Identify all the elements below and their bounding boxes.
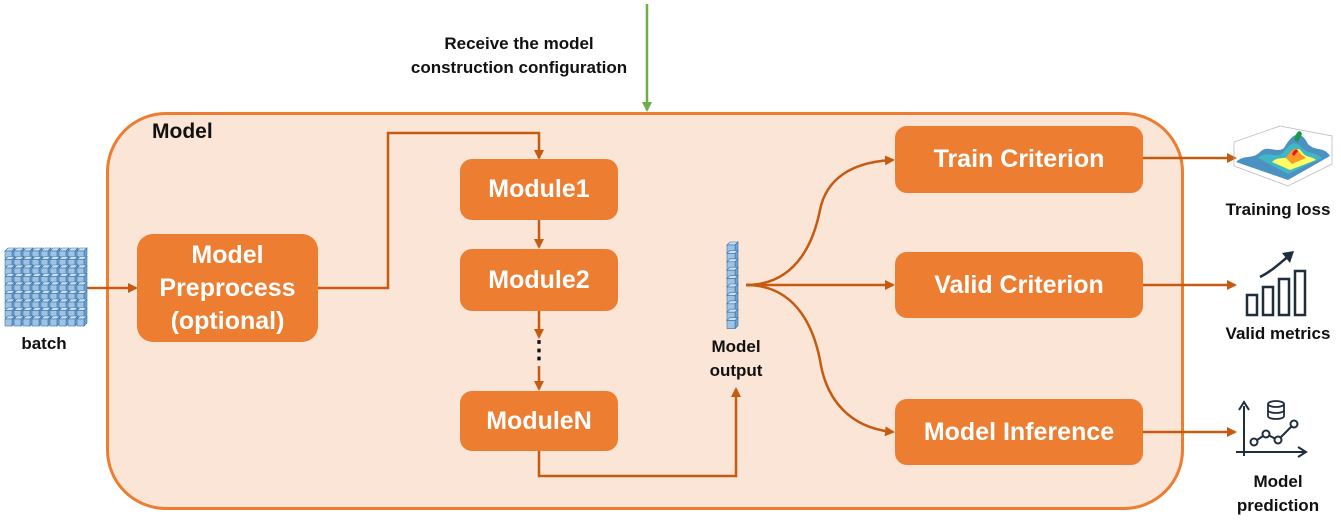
preprocess-line2: Preprocess <box>159 273 296 302</box>
valid-metrics-icon <box>1245 251 1307 317</box>
valid-metrics-label: Valid metrics <box>1225 324 1331 343</box>
train-criterion-box: Train Criterion <box>895 126 1143 193</box>
model-preprocess-box: Model Preprocess (optional) <box>137 234 318 342</box>
model-inference-box: Model Inference <box>895 399 1143 465</box>
module1-box: Module1 <box>460 159 618 220</box>
batch-label: batch <box>21 334 67 353</box>
modulen-box: ModuleN <box>460 391 618 451</box>
output-to-inference-arrow <box>745 283 895 437</box>
prediction-label-line2: prediction <box>1236 496 1320 515</box>
output-to-train-arrow <box>745 155 895 287</box>
output-label-line2: output <box>709 361 763 380</box>
loss-surface-icon <box>1233 125 1333 187</box>
valid-criterion-box: Valid Criterion <box>895 252 1143 318</box>
module2-box: Module2 <box>460 249 618 311</box>
prediction-chart-icon <box>1236 400 1308 458</box>
config-label-line1: Receive the model <box>444 34 594 53</box>
config-label-line2: construction configuration <box>410 58 628 77</box>
modulen-to-output-arrow <box>537 387 741 478</box>
output-label-line1: Model <box>711 337 761 356</box>
batch-cube-icon <box>4 247 88 327</box>
model-title: Model <box>152 120 213 143</box>
preprocess-line3: (optional) <box>170 306 285 335</box>
preprocess-line1: Model <box>191 240 264 269</box>
preprocess-to-module1-arrow <box>318 131 544 290</box>
training-loss-label: Training loss <box>1225 200 1331 219</box>
module-ellipsis: ⋮ <box>527 337 551 364</box>
prediction-label-line1: Model <box>1253 472 1303 491</box>
model-output-vector-icon <box>726 241 739 330</box>
